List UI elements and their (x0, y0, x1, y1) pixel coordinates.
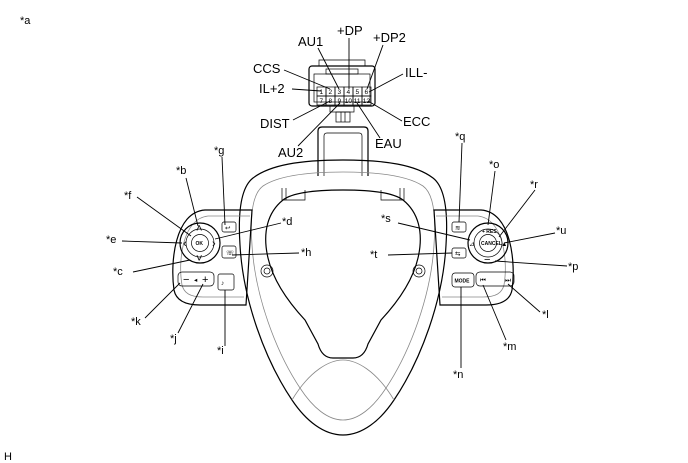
signal-eau-label: EAU (375, 136, 402, 151)
callout-s: *s (381, 213, 391, 225)
right-arrow-icon[interactable]: › (212, 238, 216, 250)
callout-labels: *b *c *d *e *f *g *h *i *j *k *l *m *n *… (106, 131, 578, 381)
ok-button[interactable] (191, 234, 209, 252)
callout-b: *b (176, 165, 186, 177)
back-button[interactable] (221, 221, 237, 233)
callout-k: *k (131, 316, 141, 328)
pin-12: 12 (363, 98, 371, 105)
lane-icon[interactable]: ▲ (501, 241, 507, 248)
mode-button-text: MODE (455, 279, 471, 285)
pin-6: 6 (365, 89, 369, 96)
signal-dist-label: DIST (260, 116, 290, 131)
back-icon: ↩ (225, 225, 231, 232)
pin-11: 11 (354, 98, 361, 105)
gap-icon[interactable]: ⊿ (469, 241, 474, 248)
signal-dp2-label: +DP2 (373, 30, 406, 45)
callout-q: *q (455, 131, 465, 143)
pin-3: 3 (338, 89, 342, 96)
signal-ecc-label: ECC (403, 114, 430, 129)
down-arrow-icon[interactable]: ˅ (196, 253, 202, 265)
callout-h: *h (301, 247, 311, 259)
signal-au2-label: AU2 (278, 145, 303, 160)
volume-minus-icon: − (183, 274, 189, 286)
callout-n: *n (453, 369, 463, 381)
distance-icon: ≋ (455, 225, 461, 232)
seek-down-icon: ⏮ (480, 277, 486, 284)
set-minus-icon[interactable]: − (484, 254, 490, 266)
callout-o: *o (489, 159, 499, 171)
voice-icon: ♪ (221, 280, 224, 287)
pin-1: 1 (320, 89, 324, 96)
pin-7: 7 (320, 98, 324, 105)
pin-9: 9 (338, 98, 342, 105)
volume-rocker[interactable] (177, 271, 215, 287)
phone-icon: ☏ (226, 249, 235, 257)
callout-m: *m (503, 341, 516, 353)
callout-f: *f (124, 190, 132, 202)
mode-button[interactable] (451, 272, 475, 288)
seek-up-icon: ⏭ (505, 277, 511, 284)
signal-il-plus2-label: IL+2 (259, 81, 285, 96)
connector: 1 2 3 4 5 6 7 8 9 10 11 12 (308, 59, 376, 123)
ok-button-text: OK (196, 241, 204, 247)
callout-e: *e (106, 234, 116, 246)
callout-c: *c (113, 266, 123, 278)
callout-i: *i (217, 345, 224, 357)
left-arrow-icon[interactable]: ‹ (183, 238, 187, 250)
callout-d: *d (282, 216, 292, 228)
seek-rocker[interactable] (475, 271, 515, 287)
callout-leaders (121, 142, 568, 368)
pin-2: 2 (329, 89, 333, 96)
callout-p: *p (568, 261, 578, 273)
callout-u: *u (556, 225, 566, 237)
callout-j: *j (170, 333, 177, 345)
figure-corner-label: *a (20, 15, 31, 27)
callout-t: *t (370, 249, 377, 261)
cancel-button-text: CANCEL (481, 241, 502, 247)
pin-4: 4 (347, 89, 351, 96)
callout-g: *g (214, 145, 224, 157)
callout-l: *l (542, 309, 549, 321)
voice-button[interactable] (217, 273, 235, 291)
signal-ill-minus-label: ILL- (405, 65, 427, 80)
cancel-button[interactable] (479, 234, 497, 252)
callout-r: *r (530, 179, 538, 191)
signal-dp-label: +DP (337, 23, 363, 38)
left-switch-assembly: OK ˄ ˅ ‹ › ↩ ☏ ♪ − ◂ + (172, 209, 253, 306)
phone-button[interactable] (221, 245, 237, 259)
right-switch-assembly: CANCEL + RES − ⊿ ▲ ≋ ⇆ MODE ⏮ ⏭ (433, 209, 515, 306)
up-arrow-icon[interactable]: ˄ (196, 223, 202, 235)
connector-signal-labels: AU1 +DP +DP2 CCS ILL- IL+2 DIST ECC AU2 … (253, 23, 430, 160)
res-button-text[interactable]: + RES (482, 229, 497, 235)
pin-5: 5 (356, 89, 360, 96)
lta-icon: ⇆ (455, 251, 461, 258)
pin-10: 10 (345, 98, 353, 105)
volume-mid-icon: ◂ (194, 277, 198, 284)
pin-8: 8 (329, 98, 333, 105)
signal-ccs-label: CCS (253, 61, 281, 76)
connector-pin-grid: 1 2 3 4 5 6 7 8 9 10 11 12 (316, 86, 372, 106)
volume-plus-icon: + (202, 274, 208, 286)
steering-wheel (238, 126, 448, 436)
figure-footer-label: H (4, 451, 12, 463)
signal-au1-label: AU1 (298, 34, 323, 49)
